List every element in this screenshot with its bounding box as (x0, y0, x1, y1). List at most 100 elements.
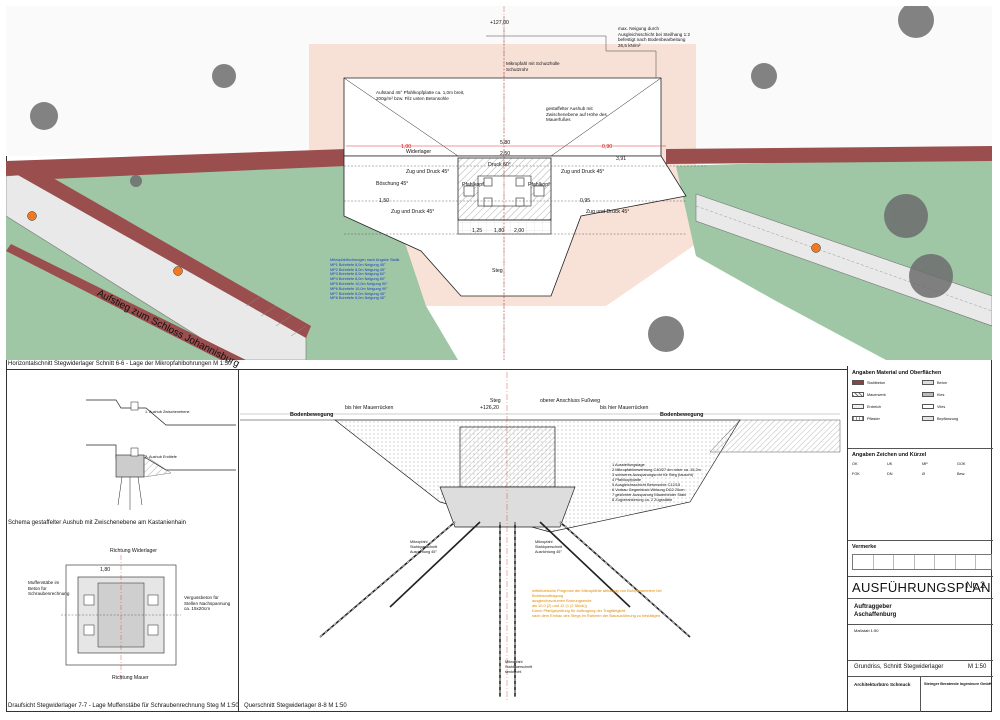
symbol-5: DN (887, 472, 893, 476)
marker-2 (173, 266, 183, 276)
tb-client-2: Aschaffenburg (854, 612, 897, 618)
symbol-0: OK (852, 462, 858, 466)
qs-mp-left: Mikropfahl Stahlquerschnitt Ausrichtung … (410, 540, 438, 554)
plan-dim-090-r: 0,90 (602, 144, 613, 150)
schema-note-2: 2. Aushub Endtiefe (145, 455, 177, 459)
plan-note-right-mid: gestaffelter Aushub mit Zwischenebene au… (546, 106, 607, 123)
lower-road (6, 244, 246, 360)
legend-item-3: Kies (922, 392, 944, 397)
symbol-3: GOK (957, 462, 966, 466)
tb-heading-zeichen: Angaben Zeichen und Kürzel (852, 452, 927, 458)
qs-top-label: oberer Anschluss Fußweg (540, 398, 600, 404)
plan-dim-150-l: 1,50 (379, 198, 390, 204)
plan-note-center: Aufstand 45° Pfahlkopfplatte ca. 1,0m br… (376, 90, 465, 101)
schema-caption: Schema gestaffelter Aushub mit Zwischene… (8, 520, 186, 526)
pile-cap-section (439, 486, 576, 528)
plan-dim-580: 5,80 (500, 140, 511, 146)
draufsicht-label-left: Muffenstäbe im Beton für Schraubenrechnu… (28, 580, 70, 597)
plan-note-top-mid: Mikropfahl mit Schutzhülle Schutzrohr (506, 61, 560, 72)
plan-dim-200: 2,00 (514, 228, 525, 234)
qs-spec-list: 1 Aussteifungslage 2 Mikropfahlbewehrung… (612, 462, 701, 502)
road-band (6, 149, 346, 181)
querschnitt-drawing (240, 372, 841, 702)
plan-label-zugdruck-left2: Zug und Druck 45° (391, 209, 435, 215)
qs-left-label: bis hier Mauerrücken (345, 405, 394, 411)
plan-dim-250: 2,50 (500, 151, 511, 157)
plan-view-panel: Widerlager Böschung 45° Zug und Druck 45… (6, 6, 992, 370)
plan-dim-100-l: 1,00 (401, 144, 412, 150)
legend-item-0: Stahlbeton (852, 380, 885, 385)
divider-v (238, 369, 239, 712)
tb-sheet-title: Grundriss, Schnitt Stegwiderlager (854, 664, 944, 670)
draufsicht-label-bottom: Richtung Mauer (112, 675, 149, 681)
plan-label-steg: Steg (492, 268, 503, 274)
tb-plan-type: AUSFÜHRUNGSPLAN (852, 580, 991, 595)
symbol-7: Bew. (957, 472, 966, 476)
legend-item-6: Pflaster (852, 416, 880, 421)
marker-1 (27, 211, 37, 221)
qs-caption: Querschnitt Stegwiderlager 8-8 M 1:50 (244, 703, 347, 709)
schema-note-1: 1. Aushub Zwischenebene (145, 410, 190, 414)
title-block: Angaben Material und Oberflächen Stahlbe… (847, 366, 993, 712)
divider-h (6, 369, 847, 370)
tb-material-legend: Stahlbeton Beton Mauerwerk Kies Erdreich… (852, 380, 990, 450)
qs-orange-note: mittelbarische Prognose der Mikropfähle … (532, 588, 662, 618)
plan-dim-391: 3,91 (616, 156, 627, 162)
plan-ok-top: +127,00 (490, 20, 509, 26)
pile-heads (463, 177, 545, 207)
tb-symbols: OK UK MP GOK FOK DN Ø Bew. (852, 462, 990, 532)
tb-divider (920, 676, 921, 712)
draufsicht-caption: Draufsicht Stegwiderlager 7-7 - Lage Muf… (8, 703, 239, 709)
symbol-4: FOK (852, 472, 860, 476)
plan-label-pfahl-l: Pfahlkopf (462, 182, 484, 188)
legend-item-4: Erdreich (852, 404, 881, 409)
legend-item-1: Beton (922, 380, 947, 385)
draufsicht-dim: 1,80 (100, 567, 111, 573)
draufsicht-drawing (61, 555, 181, 680)
tb-plan-no: Nr. 2 (966, 580, 986, 590)
plan-label-widerlager: Widerlager (406, 149, 432, 155)
tb-sheet-scale: M 1:50 (968, 664, 987, 670)
plan-note-blue-list: Mikropfahlbohrungen nach Angabe Statik M… (330, 258, 400, 301)
tb-heading-vermerk: Vermerke (852, 544, 877, 550)
plan-label-pfahl-r: Pfahlkopf (528, 182, 550, 188)
road-band-right (666, 146, 992, 164)
qs-steg-label: Steg (490, 398, 501, 404)
legend-item-2: Mauerwerk (852, 392, 886, 397)
symbol-6: Ø (922, 472, 925, 476)
tb-eng-title: Steinger Beratende Ingenieure GmbH (924, 682, 992, 686)
marker-3 (811, 243, 821, 253)
plan-caption: Horizontalschnitt Stegwiderlager Schnitt… (8, 361, 232, 367)
tb-arch-title: Architekturbüro Schmuck (854, 682, 911, 687)
plan-label-druck: Druck 60° (488, 162, 511, 168)
legend-item-5: Vlies (922, 404, 945, 409)
tb-heading-material: Angaben Material und Oberflächen (852, 370, 942, 376)
plan-view-drawing (6, 6, 992, 360)
schema-drawing (86, 399, 236, 510)
abutment-section (459, 426, 556, 488)
plan-dim-095: 0,95 (580, 198, 591, 204)
diagonal-road (16, 174, 311, 338)
plan-label-zugdruck-right2: Zug und Druck 45° (586, 209, 630, 215)
qs-left-label2: Bodenbewegung (290, 412, 334, 418)
draufsicht-label-top: Richtung Widerlager (110, 548, 157, 554)
qs-mp-right: Mikropfahl Stahlquerschnitt Ausrichtung … (535, 540, 563, 554)
tb-scale-line: Maßstab 1:50 (854, 628, 879, 633)
plan-dim-180: 1,80 (494, 228, 505, 234)
qs-right-label: bis hier Mauerrücken (600, 405, 649, 411)
symbol-1: UK (887, 462, 893, 466)
plan-note-top-right: max. Neigung durch Ausgleichsschicht bei… (618, 26, 691, 48)
plan-dim-125: 1,25 (472, 228, 483, 234)
plan-label-zugdruck-right: Zug und Druck 45° (561, 169, 605, 175)
tb-client-1: Auftraggeber (854, 604, 892, 610)
draufsicht-label-right: Vergussbeton für Stellen Nachspannung ca… (184, 595, 231, 612)
trees (30, 6, 953, 352)
qs-elev: +126,20 (480, 405, 499, 411)
qs-right-label2: Bodenbewegung (660, 412, 704, 418)
plan-label-zugdruck-left: Zug und Druck 45° (406, 169, 450, 175)
qs-mp-center: Mikropfahl Stahlquerschnitt senkrecht (505, 660, 533, 674)
legend-item-7: Bepflanzung (922, 416, 958, 421)
symbol-2: MP (922, 462, 928, 466)
tb-revision-table (852, 554, 992, 570)
